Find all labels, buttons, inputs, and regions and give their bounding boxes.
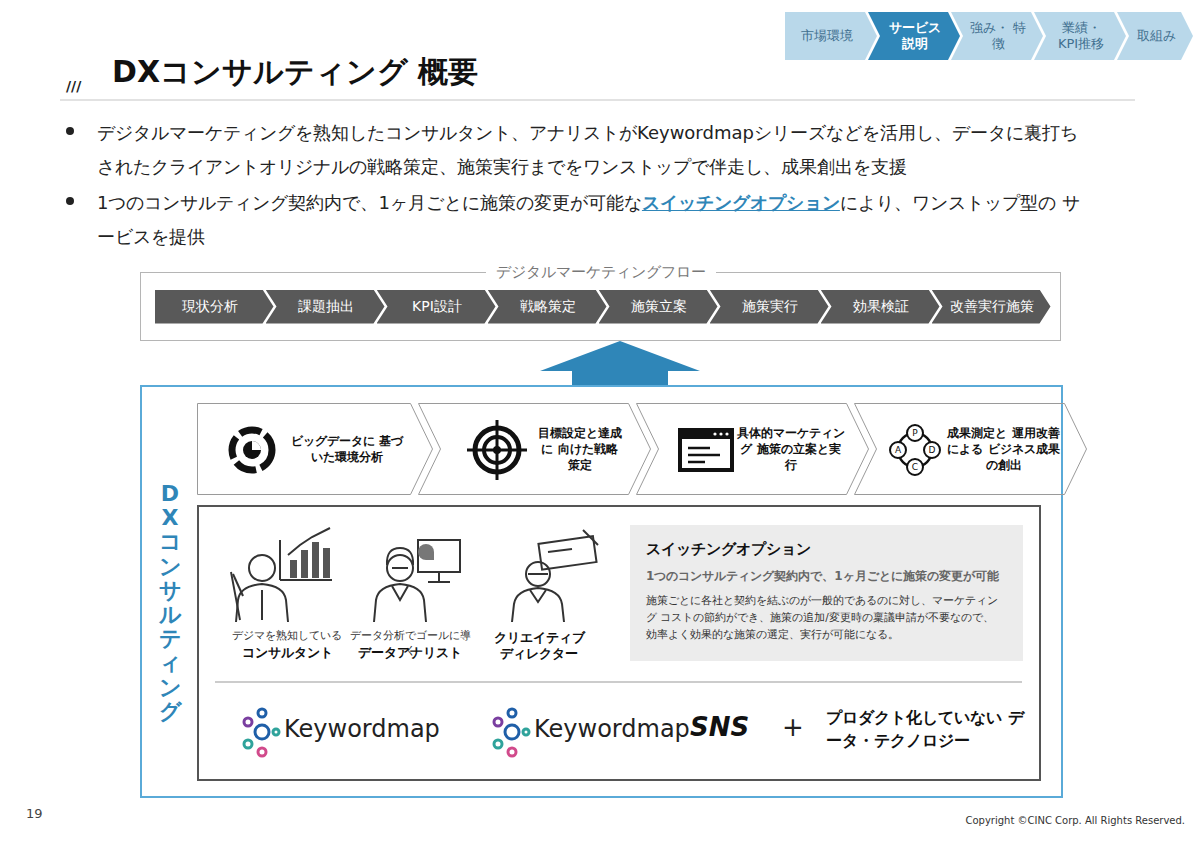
option-box: スイッチングオプション 1つのコンサルティング契約内で、1ヶ月ごとに施策の変更が可… [630, 525, 1023, 661]
process-chevron: 具体的マーケティング 施策の立案と実行 [636, 403, 869, 495]
bullet-text: デジタルマーケティングを熟知したコンサルタント、アナリストがKeywordmap… [97, 116, 1082, 184]
nav-label: 強み・ 特徴 [967, 20, 1029, 51]
pdca-letter: C [909, 461, 921, 473]
product-logo-text: SNS [690, 712, 749, 742]
flow-step: 効果検証 [821, 290, 940, 324]
keywordmap-logo [244, 709, 529, 756]
chevron-outline [197, 403, 433, 495]
nav-chevron: 取組み [1117, 12, 1193, 60]
flow-frame: デジタルマーケティングフロー現状分析課題抽出KPI設計戦略策定施策立案施策実行効… [140, 272, 1061, 341]
process-chevron: 成果測定と 運用改善による ビジネス成果の創出 [854, 403, 1087, 495]
chevron-outline [637, 404, 869, 495]
flow-step: 現状分析 [155, 290, 274, 324]
step-label: 課題抽出 [298, 298, 354, 316]
pdca-letter: A [892, 444, 904, 456]
analyst-figure [374, 540, 460, 622]
role-name: クリエイティブ ディレクター [491, 630, 587, 662]
pdca-icon [890, 425, 940, 475]
option-summary: 1つのコンサルティング契約内で、1ヶ月ごとに施策の変更が可能 [646, 568, 1007, 584]
step-caption: ビッグデータに 基づいた環境分析 [287, 433, 407, 465]
slide-title: DXコンサルティング 概要 [112, 52, 478, 93]
product-logo-text: Keywordmap [534, 714, 690, 744]
nav-chevron: 強み・ 特徴 [951, 12, 1043, 60]
step-label: 改善実行施策 [950, 298, 1034, 316]
flow-step: 施策立案 [599, 290, 718, 324]
bullet-dot [66, 127, 74, 135]
inner-panel [198, 506, 1040, 780]
flow-step: KPI設計 [377, 290, 496, 324]
bullet-link: スイッチングオプション [642, 192, 840, 213]
frame-heading: デジタルマーケティングフロー [486, 262, 716, 282]
flow-step: 課題抽出 [266, 290, 385, 324]
consultant-figure [231, 528, 332, 622]
flow-step: 戦略策定 [488, 290, 607, 324]
page-number: 19 [26, 806, 43, 821]
step-label: 施策立案 [631, 298, 687, 316]
vertical-heading: DXコンサルティング [159, 482, 181, 724]
slash-mark: /// [66, 78, 81, 94]
analysis-icon [232, 430, 272, 470]
target-icon [467, 420, 527, 480]
plus-sign: + [782, 712, 804, 742]
block-arrow [540, 341, 700, 385]
nav-label: 業績・ KPI推移 [1050, 20, 1112, 51]
step-caption: 具体的マーケティング 施策の立案と実行 [736, 425, 845, 474]
role-name: データアナリスト [345, 644, 475, 662]
step-label: 施策実行 [742, 298, 798, 316]
step-label: KPI設計 [412, 298, 462, 316]
flow-step: 改善実行施策 [932, 290, 1051, 324]
title-rule [60, 99, 1135, 101]
flow-step: 施策実行 [710, 290, 829, 324]
tech-note: プロダクト化していない データ・テクノロジー [826, 706, 1026, 752]
chevron-outline [419, 404, 651, 495]
nav-chevron: サービス 説明 [868, 12, 960, 60]
pdca-letter: P [909, 427, 921, 439]
step-caption: 成果測定と 運用改善による ビジネス成果の創出 [944, 425, 1063, 474]
process-chevron: ビッグデータに 基づいた環境分析 [197, 403, 433, 495]
bullet-part: 1つのコンサルティング契約内で、1ヶ月ごとに施策の変更が可能な [97, 192, 642, 213]
nav-chevron: 市場環境 [785, 12, 877, 60]
chevron-outline [855, 404, 1087, 495]
bullet-text: 1つのコンサルティング契約内で、1ヶ月ごとに施策の変更が可能なスイッチングオプシ… [97, 186, 1082, 254]
role-name: コンサルタント [232, 644, 342, 662]
pdca-letter: D [926, 444, 938, 456]
nav-label: 取組み [1137, 28, 1176, 44]
divider [215, 682, 1022, 683]
role-note: デジマを熟知している [232, 628, 342, 643]
copyright: Copyright ©CINC Corp. All Rights Reserve… [940, 815, 1185, 826]
browser-icon [680, 430, 732, 470]
nav-label: サービス 説明 [884, 20, 946, 51]
step-caption: 目標設定と達成に 向けた戦略策定 [536, 425, 623, 474]
step-label: 効果検証 [853, 298, 909, 316]
chevron-outline [198, 404, 433, 495]
director-figure [512, 530, 598, 622]
step-label: 戦略策定 [520, 298, 576, 316]
option-heading: スイッチングオプション [646, 539, 1007, 559]
process-chevron: 目標設定と達成に 向けた戦略策定 [418, 403, 651, 495]
step-label: 現状分析 [182, 298, 238, 316]
nav-chevron: 業績・ KPI推移 [1034, 12, 1126, 60]
product-logo-text: Keywordmap [284, 714, 440, 744]
option-body: 施策ごとに各社と契約を結ぶのが一般的であるのに対し、マーケティング コストの節約… [646, 592, 1007, 643]
nav-label: 市場環境 [801, 28, 853, 44]
bullet-dot [66, 197, 74, 205]
